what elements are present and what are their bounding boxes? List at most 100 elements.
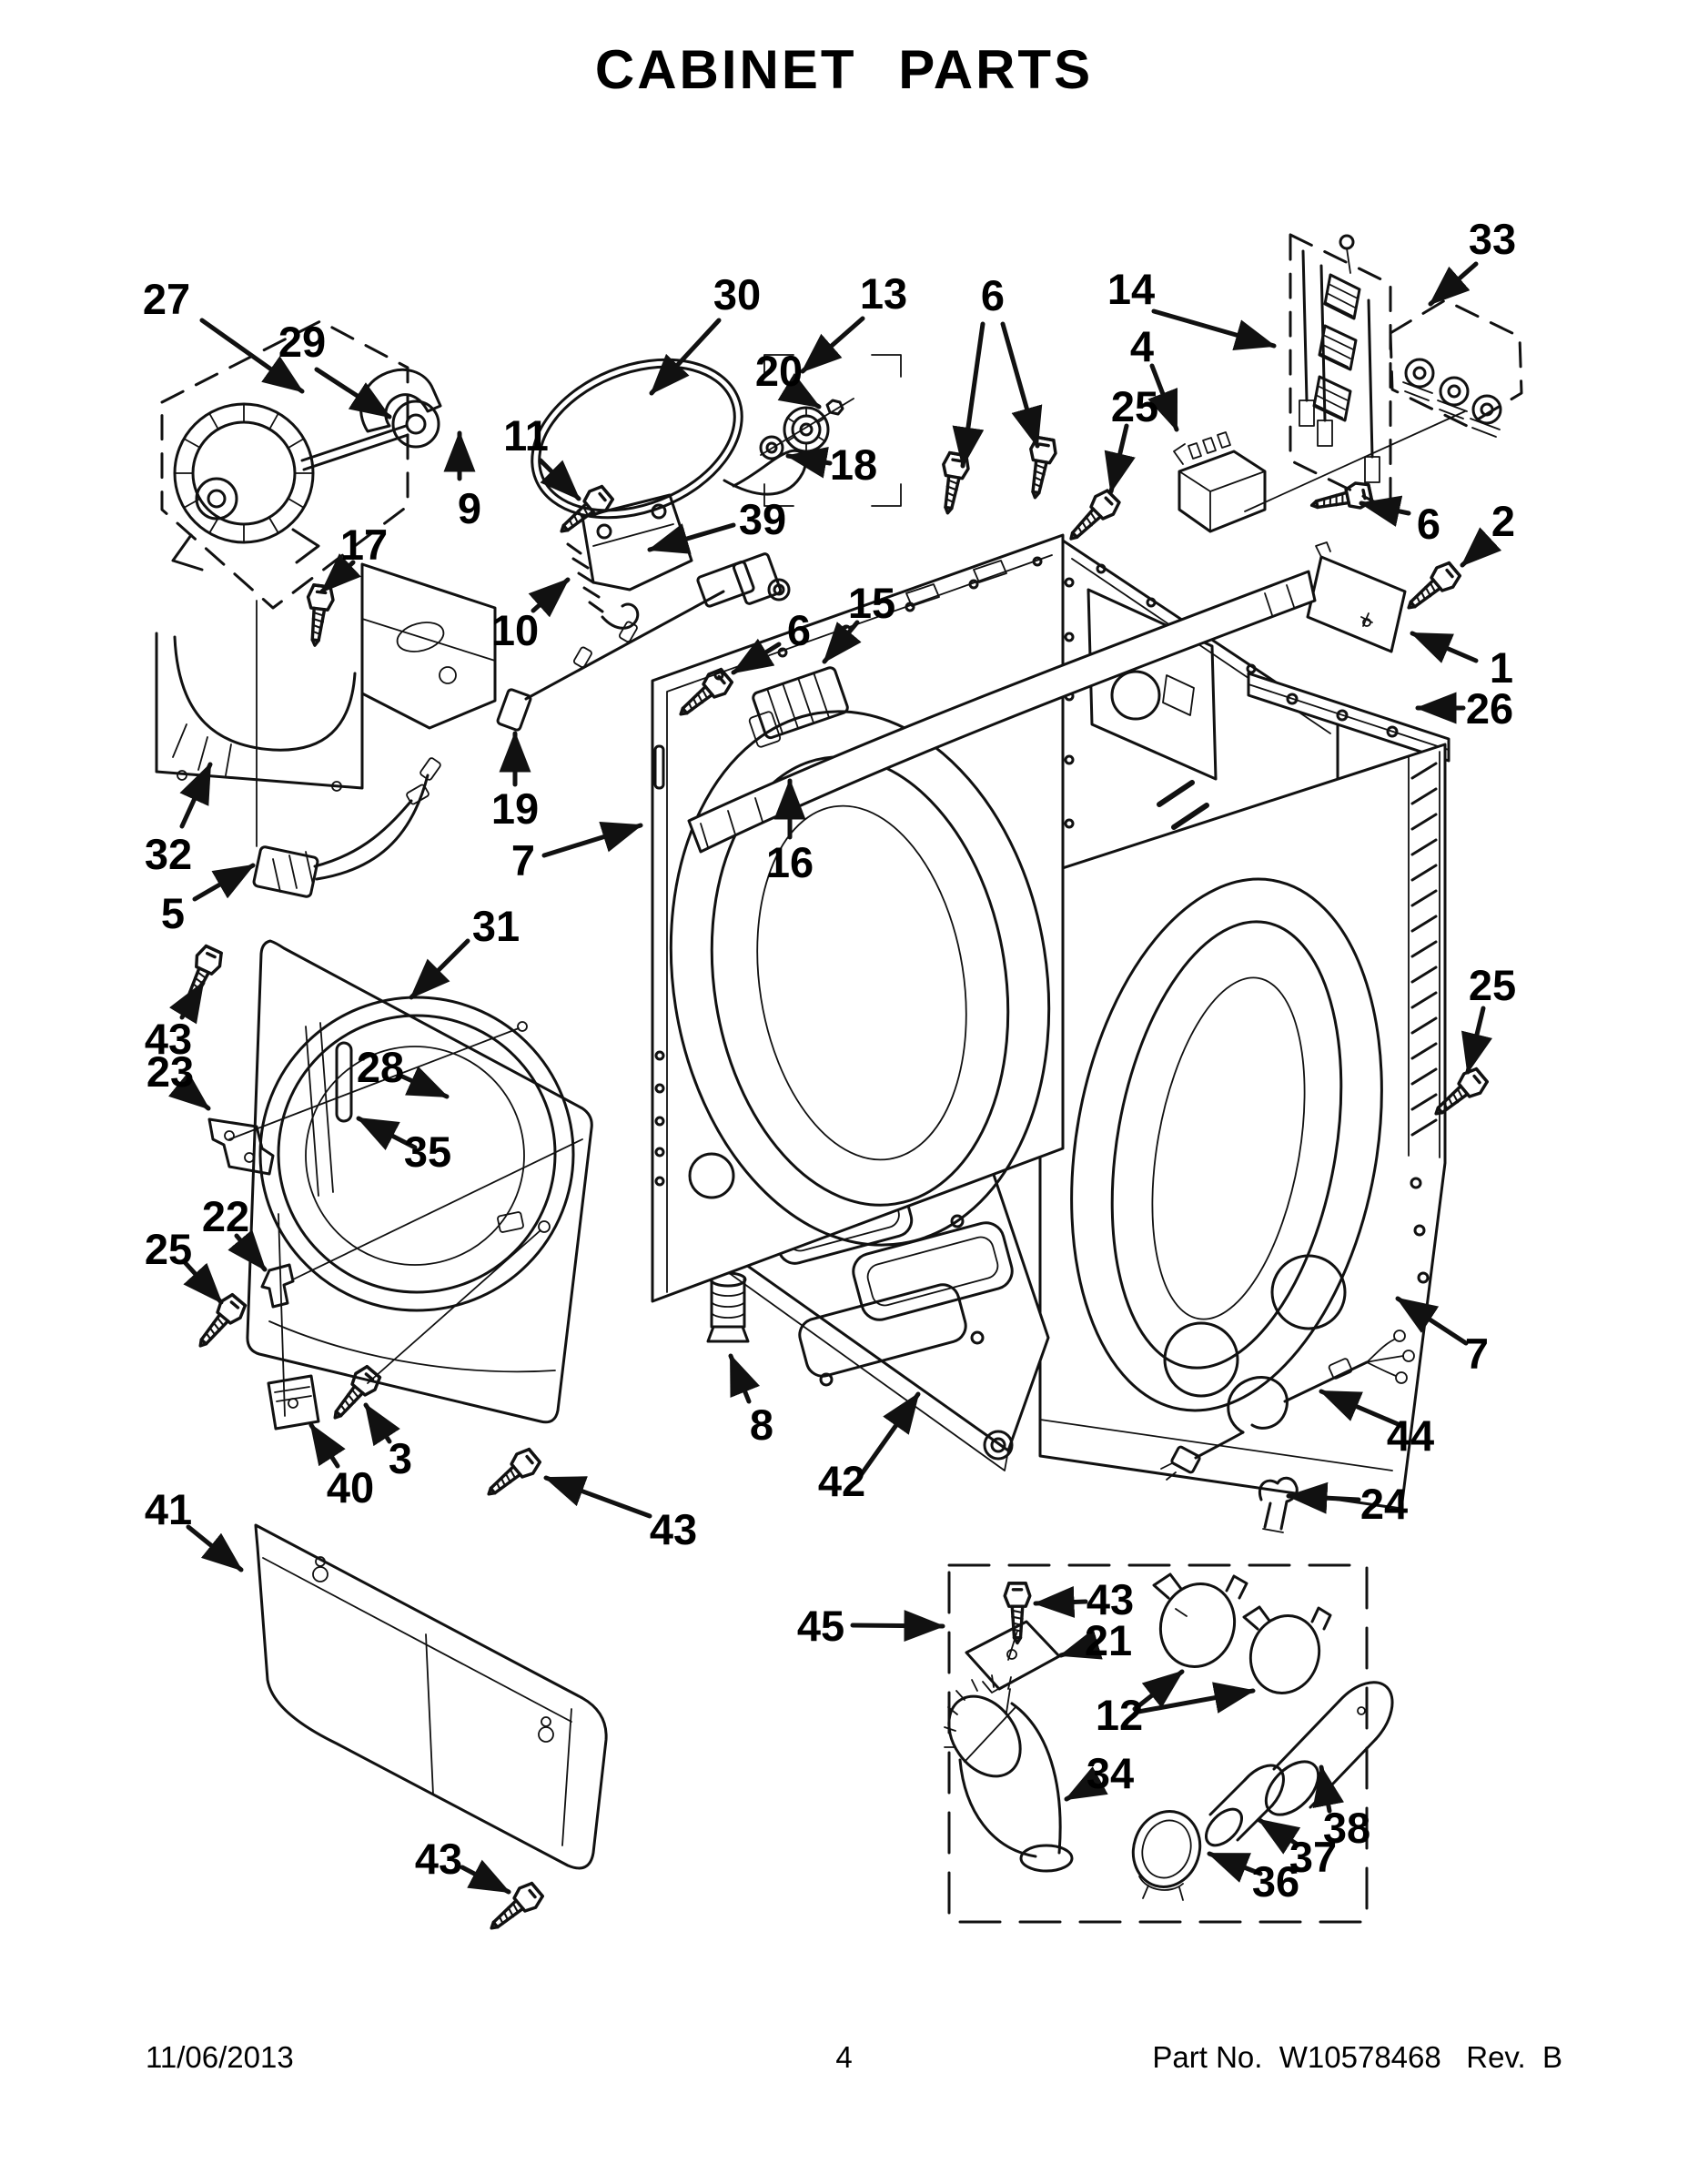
callout-number: 6 [981, 271, 1005, 319]
exhaust-elbow-34 [944, 1674, 1074, 1873]
leader-arrow-icon [409, 938, 470, 1000]
callout-13: 13 [800, 269, 907, 374]
motor-pulley-29 [391, 399, 440, 449]
callout-number: 42 [818, 1457, 865, 1505]
callout-28: 28 [357, 1043, 450, 1099]
callout-29: 29 [278, 318, 392, 420]
callout-number: 9 [458, 484, 481, 532]
leader-arrow-icon [186, 1524, 244, 1572]
callout-number: 16 [766, 838, 814, 886]
power-cord-44 [1160, 1330, 1415, 1481]
callout-7: 7 [511, 821, 643, 885]
leader-arrow-icon [179, 762, 213, 829]
callout-6: 6 [1359, 495, 1440, 548]
leader-arrow-icon [192, 863, 256, 902]
leader-arrow-icon [1132, 1669, 1185, 1712]
leader-arrow-icon [169, 980, 206, 1025]
callout-number: 43 [650, 1505, 697, 1553]
callout-43: 43 [1033, 1575, 1134, 1623]
callout-number: 25 [145, 1225, 192, 1273]
leader-arrow-icon [1136, 1682, 1256, 1714]
callout-number: 10 [491, 606, 539, 654]
callout-number: 7 [1465, 1330, 1489, 1378]
callout-43: 43 [145, 980, 206, 1063]
callout-15: 15 [822, 579, 895, 664]
motor-assembly-27 [160, 319, 442, 610]
callout-number: 29 [278, 318, 326, 366]
page-title: CABINET PARTS [594, 39, 1094, 100]
callout-number: 11 [503, 411, 549, 460]
callout-23: 23 [147, 1047, 211, 1111]
leader-arrow-icon [647, 522, 736, 554]
callout-number: 5 [161, 889, 185, 937]
callout-number: 22 [202, 1192, 249, 1240]
motor-bracket-32 [155, 632, 364, 792]
callout-32: 32 [145, 762, 213, 878]
thermostat-kit [1244, 298, 1523, 512]
callout-14: 14 [1107, 265, 1277, 351]
callout-number: 13 [860, 269, 907, 318]
leader-arrow-icon [363, 1402, 400, 1447]
felt-seal-16 [687, 570, 1317, 854]
leader-arrow-icon [227, 1229, 268, 1272]
screw-icon [479, 1444, 544, 1506]
callout-number: 2 [1491, 497, 1515, 545]
leader-arrow-icon [785, 447, 833, 479]
callout-3: 3 [363, 1402, 412, 1482]
leader-arrow-icon [1410, 631, 1479, 663]
side-panel [1038, 743, 1447, 1511]
callout-number: 20 [755, 347, 803, 395]
leader-arrow-icon [543, 1475, 652, 1519]
callout-number: 28 [357, 1043, 404, 1091]
leader-arrow-icon [181, 1259, 224, 1305]
callout-41: 41 [145, 1485, 244, 1572]
access-cover-plate-1 [1306, 541, 1407, 653]
leader-arrow-icon [199, 318, 305, 394]
leader-arrow-icon [1257, 1817, 1301, 1855]
leader-arrow-icon [649, 318, 722, 396]
footer-page-number: 4 [835, 2040, 853, 2074]
hinge-pin-plate-40 [267, 1213, 320, 1431]
leader-arrow-icon [541, 821, 643, 858]
callout-number: 1 [1490, 643, 1513, 692]
callout-number: 19 [491, 784, 539, 833]
callout-number: 7 [511, 836, 535, 885]
collar-36 [1131, 1810, 1202, 1901]
callout-25: 25 [1461, 961, 1516, 1075]
leader-arrow-icon [314, 367, 392, 420]
callout-44: 44 [1319, 1389, 1434, 1460]
leader-arrow-icon [1461, 1006, 1493, 1075]
callout-number: 35 [404, 1127, 451, 1176]
reducer-37 [1205, 1764, 1285, 1847]
callout-43: 43 [543, 1475, 697, 1553]
leader-arrow-icon [356, 1116, 418, 1151]
callout-number: 39 [739, 495, 786, 543]
callout-7: 7 [1395, 1296, 1489, 1378]
callout-40: 40 [308, 1422, 374, 1512]
callout-number: 17 [340, 521, 388, 569]
callout-27: 27 [143, 275, 305, 394]
leader-arrow-icon [308, 1422, 346, 1469]
callout-33: 33 [1428, 215, 1516, 307]
callout-number: 33 [1469, 215, 1516, 263]
callout-25: 25 [145, 1225, 224, 1305]
callout-number: 4 [1130, 322, 1154, 370]
screw-icon [1060, 486, 1124, 550]
door-clip-22 [260, 1263, 295, 1309]
callout-6: 6 [731, 606, 811, 675]
callout-number: 40 [327, 1463, 374, 1512]
callout-24: 24 [1286, 1480, 1408, 1528]
leader-arrow-icon [1147, 363, 1179, 432]
hinge-bracket-23 [207, 1117, 275, 1176]
leader-arrow-icon [777, 372, 822, 410]
leader-arrow-icon [1395, 1296, 1469, 1346]
exhaust-kit-45 [944, 1563, 1394, 1924]
callout-8: 8 [728, 1353, 773, 1449]
leader-arrow-icon [858, 1391, 921, 1478]
callout-number: 23 [147, 1047, 194, 1096]
callout-number: 43 [415, 1835, 462, 1883]
callout-number: 12 [1096, 1691, 1143, 1739]
callout-1: 1 [1410, 631, 1513, 692]
front-panel-31 [207, 939, 593, 1431]
